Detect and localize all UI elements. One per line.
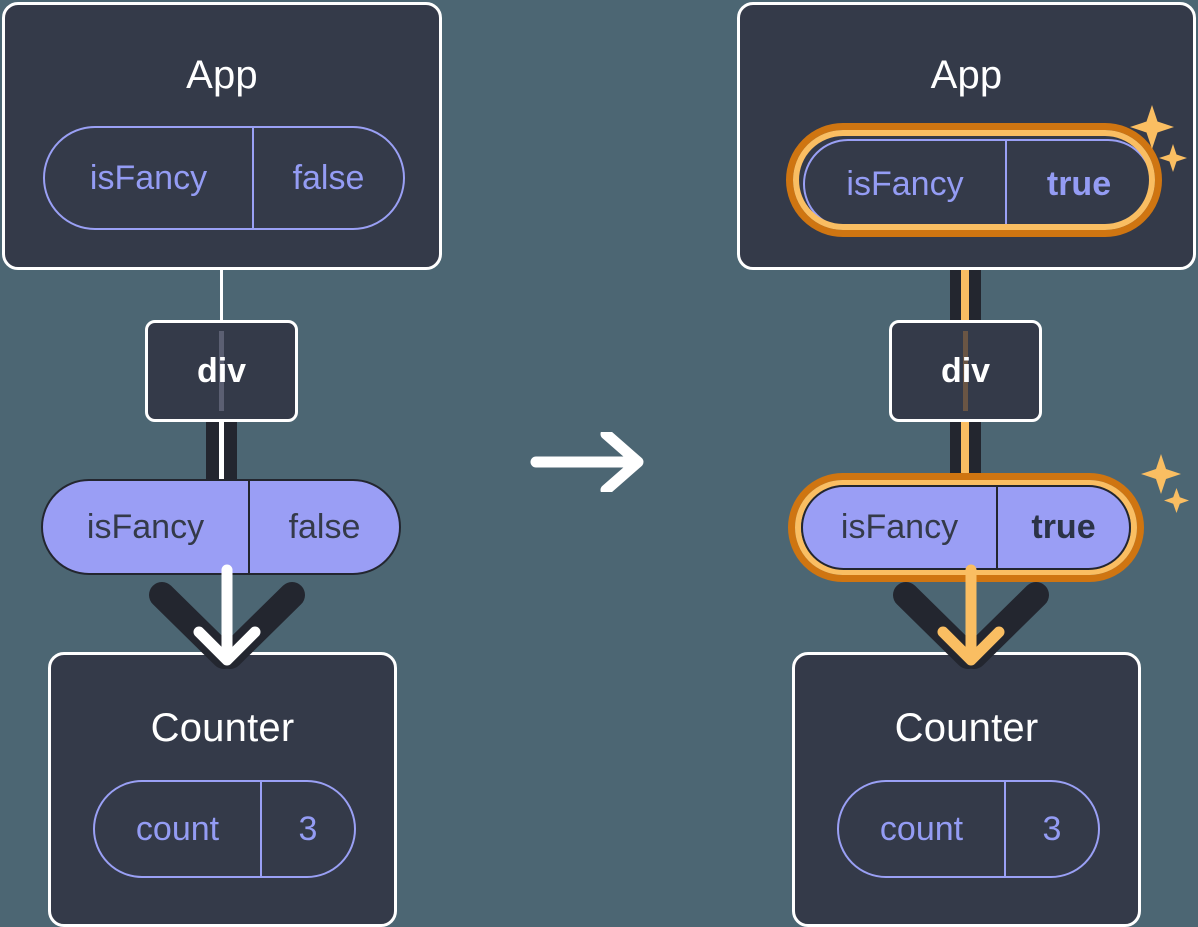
counter-state-pill-value-left: 3 <box>260 782 354 876</box>
highlight-ring-app-pill-right <box>786 123 1162 237</box>
prop-pill-key-right: isFancy <box>840 508 959 546</box>
prop-pill-right: isFancy true <box>801 485 1131 570</box>
highlight-ring-inner-app-pill-right <box>793 130 1155 230</box>
transition-arrow-icon <box>530 432 644 492</box>
sparkle-icon-prop-small-right <box>1164 488 1189 513</box>
arrow-pill-to-counter-right <box>893 564 1049 669</box>
prop-pill-left: isFancy false <box>41 479 401 575</box>
counter-state-pill-left: count 3 <box>93 780 356 878</box>
connector-app-to-div-stripe-right <box>961 216 969 326</box>
prop-pill-value-right: true <box>996 487 1129 568</box>
counter-card-left: Counter count 3 <box>48 652 397 927</box>
div-node-right: div <box>889 320 1042 422</box>
sparkle-icon-app-small-right <box>1159 144 1187 172</box>
counter-card-title-left: Counter <box>150 706 295 750</box>
sparkle-icon-prop-large-right <box>1141 454 1181 494</box>
counter-state-pill-key-left: count <box>135 809 220 848</box>
div-node-label-left: div <box>196 351 247 390</box>
div-node-left: div <box>145 320 298 422</box>
app-card-title-right: App <box>930 53 1003 97</box>
app-state-pill-key-left: isFancy <box>89 158 208 197</box>
counter-card-title-right: Counter <box>894 706 1039 750</box>
counter-state-pill-key-right: count <box>879 809 964 848</box>
arrow-pill-to-counter-left <box>149 564 305 669</box>
div-node-label-right: div <box>940 351 991 390</box>
sparkle-icon-app-large-right <box>1130 105 1174 149</box>
div-node-passthrough-line-left <box>219 331 224 411</box>
prop-pill-key-left: isFancy <box>86 507 205 546</box>
prop-pill-value-left: false <box>248 481 399 573</box>
counter-state-pill-right: count 3 <box>837 780 1100 878</box>
connector-div-to-pill-stripe-right <box>961 420 969 482</box>
div-node-passthrough-line-right <box>963 331 968 411</box>
connector-app-to-div-left <box>220 268 223 322</box>
counter-state-pill-value-right: 3 <box>1004 782 1098 876</box>
app-card-left: App isFancy false <box>2 2 442 270</box>
app-state-pill-value-left: false <box>252 128 403 228</box>
connector-div-to-pill-stripe-left <box>219 420 224 482</box>
app-card-title-left: App <box>186 53 258 97</box>
counter-card-right: Counter count 3 <box>792 652 1141 927</box>
app-state-pill-left: isFancy false <box>43 126 405 230</box>
